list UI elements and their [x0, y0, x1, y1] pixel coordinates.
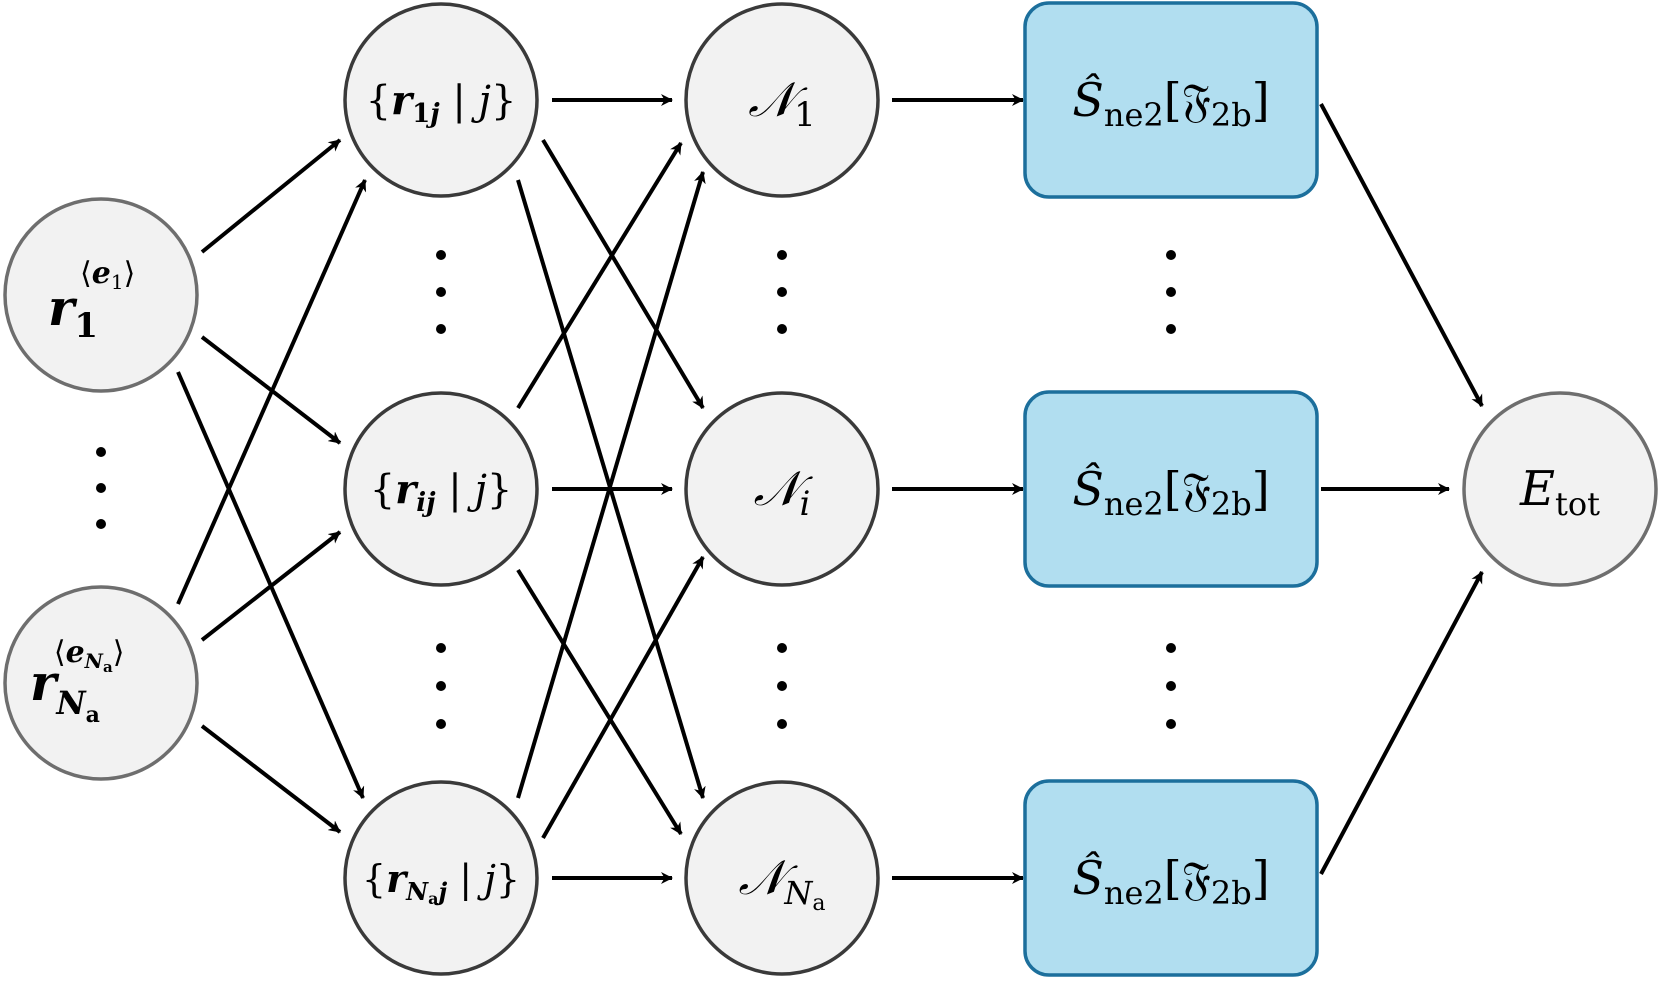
edge-pair1-to-Ni [541, 138, 705, 410]
edge-r1-to-pair1 [200, 138, 342, 254]
dot [1166, 681, 1176, 691]
neighbor-node-i-circle [684, 391, 880, 587]
operator-box-1-rect [1023, 1, 1319, 199]
edge-rN-to-pair1 [176, 179, 367, 605]
operator-box-Na-label: Ŝne2[𝔉2b] [1072, 850, 1269, 912]
pair-ellipsis-upper [436, 250, 446, 334]
dot [96, 447, 106, 457]
input-node-1-label: r1⟨e1⟩ [48, 256, 135, 346]
input-node-Na: rNa⟨eNa⟩ [3, 585, 199, 781]
dot [777, 719, 787, 729]
dot [1166, 643, 1176, 653]
neighbor-node-i: 𝒩i [684, 391, 880, 587]
dot [777, 643, 787, 653]
input-node-1: r1⟨e1⟩ [3, 197, 199, 393]
dot [436, 250, 446, 260]
operator-box-1: Ŝne2[𝔉2b] [1023, 1, 1319, 199]
output-node-etot: Etot [1462, 391, 1658, 587]
dot [777, 250, 787, 260]
edge-pairi-to-N1 [516, 141, 683, 410]
edge-pairi-to-NNa [516, 568, 683, 836]
neighbor-node-Na: 𝒩Na [684, 780, 880, 976]
dot [1166, 287, 1176, 297]
edge-pairN-to-N1 [516, 171, 706, 799]
operator-box-1-label: Ŝne2[𝔉2b] [1072, 72, 1269, 134]
neighbor-node-1: 𝒩1 [684, 2, 880, 198]
dot [96, 519, 106, 529]
operator-box-i-rect [1023, 390, 1319, 588]
pair-ellipsis-lower [436, 643, 446, 729]
input-node-1-circle [3, 197, 199, 393]
pair-node-1-label: {r1j | j} [366, 77, 517, 129]
edge-rN-to-pairN [200, 724, 342, 834]
operator-box-Na: Ŝne2[𝔉2b] [1023, 779, 1319, 977]
dot [436, 324, 446, 334]
edges [176, 94, 1484, 884]
dot [96, 483, 106, 493]
neighbor-node-1-label: 𝒩1 [748, 72, 816, 135]
input-ellipsis [96, 447, 106, 529]
output-node-etot-circle [1462, 391, 1658, 587]
dot [777, 324, 787, 334]
operator-box-i-label: Ŝne2[𝔉2b] [1072, 461, 1269, 523]
dot [777, 287, 787, 297]
input-node-Na-circle [3, 585, 199, 781]
neighbor-ellipsis-upper [777, 250, 787, 334]
pair-node-i-label: {rij | j} [370, 466, 513, 518]
dot [436, 681, 446, 691]
edge-opN-to-Etot [1319, 571, 1484, 875]
dot [1166, 719, 1176, 729]
neighbor-node-Na-circle [684, 780, 880, 976]
output-node-etot-label: Etot [1519, 461, 1600, 523]
operator-ellipsis-lower [1166, 643, 1176, 729]
operator-ellipsis-upper [1166, 250, 1176, 334]
pair-node-1: {r1j | j} [343, 2, 539, 198]
pair-node-i: {rij | j} [343, 391, 539, 587]
dot [777, 681, 787, 691]
input-node-Na-label: rNa⟨eNa⟩ [30, 635, 124, 728]
dot [1166, 324, 1176, 334]
dot [436, 719, 446, 729]
pair-node-i-circle [343, 391, 539, 587]
neighbor-node-Na-label: 𝒩Na [738, 850, 825, 916]
operator-box-Na-rect [1023, 779, 1319, 977]
pair-node-Na: {rNaj | j} [343, 780, 539, 976]
pair-node-Na-circle [343, 780, 539, 976]
edge-rN-to-pairi [200, 530, 342, 642]
dot [436, 643, 446, 653]
pair-node-Na-label: {rNaj | j} [362, 856, 520, 908]
edge-op1-to-Etot [1319, 103, 1484, 407]
neighbor-ellipsis-lower [777, 643, 787, 729]
edge-pairN-to-Ni [541, 556, 705, 839]
neighbor-node-1-circle [684, 2, 880, 198]
dot [436, 287, 446, 297]
pair-node-1-circle [343, 2, 539, 198]
dot [1166, 250, 1176, 260]
operator-box-i: Ŝne2[𝔉2b] [1023, 390, 1319, 588]
